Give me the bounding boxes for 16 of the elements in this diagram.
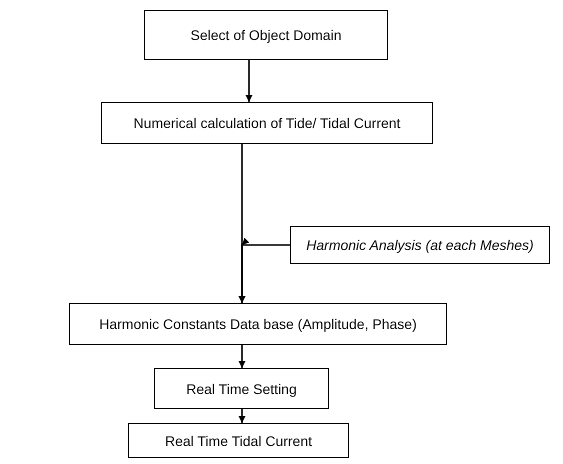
- box-label: Select of Object Domain: [190, 27, 342, 43]
- process-box: [144, 10, 388, 60]
- process-box: [154, 368, 329, 409]
- box-label: Harmonic Constants Data base (Amplitude, Phase): [99, 316, 417, 332]
- process-box: [290, 226, 550, 264]
- box-label: Real Time Setting: [186, 380, 297, 396]
- arrow: [238, 345, 246, 368]
- arrow: [238, 238, 290, 303]
- box-label: Harmonic Analysis (at each Meshes): [306, 237, 534, 253]
- box-label: Real Time Tidal Current: [164, 432, 312, 448]
- process-box: [128, 423, 349, 458]
- box-label: Numerical calculation of Tide/ Tidal Current: [134, 115, 400, 131]
- arrow: [238, 409, 246, 423]
- arrow: [246, 60, 252, 102]
- process-box: [69, 303, 447, 345]
- process-box: [101, 102, 433, 144]
